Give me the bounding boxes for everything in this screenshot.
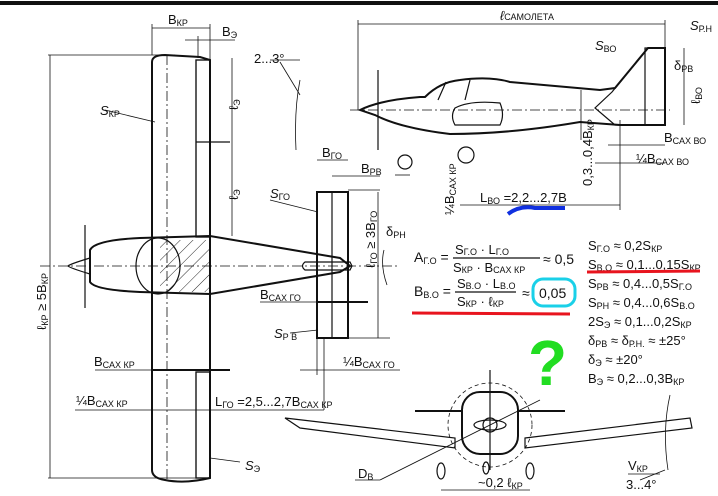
relation-item: SРВ ≈ 0,4...0,5SГ.О [588,276,692,292]
formula-b-vo-approx: ≈ [522,285,530,301]
wing-planform [151,53,211,483]
label-s-vo: SВО [595,38,616,54]
label-d-v: DВ [358,466,373,482]
label-l-e-lower: ℓЭ [226,189,242,200]
label-s-rv: SР В [274,326,297,342]
right-wing-front [524,417,693,449]
fuselage-top [89,234,352,296]
formula-a-go: AГ.О = [414,249,449,266]
formula-a-go-result: ≈ 0,5 [543,251,574,267]
label-quarter-b-sax-kp-side: ¼BСАХ КР [442,163,458,215]
cg-symbol-2 [457,146,475,164]
label-delta-rv: δРВ [674,58,693,74]
side-view: ℓСАМОЛЕТА SВО SР.Н δРВ ℓВО BСАХ ВО ¼BСАХ… [350,8,712,216]
label-s-go: SГО [270,186,290,202]
label-s-e: SЭ [245,458,261,474]
red-underline-s-vo [586,269,701,274]
label-quarter-b-sax-go: ¼BСАХ ГО [343,354,395,370]
left-wheel [436,462,446,480]
label-b-kp: BКР [168,12,188,28]
front-view: DВ ~0,2 ℓКР VКР 3...4° [284,370,693,492]
label-height: 0,3...0,4BКР [580,119,596,186]
right-wheel [525,462,535,480]
fuselage-side [357,47,666,136]
left-wing-front [284,417,456,449]
cg-symbol-1 [397,154,413,170]
red-underline-formula [411,311,571,316]
tail-wheel [482,461,490,475]
label-l-go-distance: LГО =2,5...2,7BСАХ КР [215,394,333,410]
relation-item: SВ.О ≈ 0,1...0,15SКР [588,257,701,273]
label-wing-sweep-angle: 2...3° [254,51,285,66]
label-v-kp: VКР [628,458,648,474]
label-delta-rn: δРН [386,224,406,240]
label-b-rv: BРВ [361,161,382,177]
formula-b-vo-result: 0,05 [539,285,566,301]
elevon-lower [195,371,211,479]
label-l-plane: ℓСАМОЛЕТА [500,8,554,23]
relations-list: SГ.О ≈ 0,2SКР SВ.О ≈ 0,1...0,15SКР SРВ ≈ 0… [588,238,701,387]
spinner [67,257,91,275]
label-track: ~0,2 ℓКР [478,475,523,491]
elevon-upper [195,59,211,238]
label-l-vo-distance: LВО =2,2...2,7B [480,190,567,206]
wing-root-side [451,101,504,126]
label-l-e-upper: ℓЭ [226,99,242,110]
label-dihedral: 3...4° [626,477,657,492]
relation-item: δЭ ≈ ±20° [588,352,643,368]
top-view: BКР BЭ 2...3° SКР ℓЭ ℓЭ ℓКР ≥ 5BКР BГО B… [34,12,406,483]
label-l-go: ℓГО ≥ 3BГО [363,211,379,268]
label-b-sax-go: BСАХ ГО [260,287,301,303]
rudder [644,47,666,126]
relation-item: SРН ≈ 0,4...0,6SВ.О [588,295,695,311]
formula-a-go-denominator: SКР · BСАХ КР [453,260,525,275]
label-b-go: BГО [322,145,342,161]
label-quarter-b-sax-kp: ¼BСАХ КР [76,393,128,409]
relation-item: δРВ ≈ δР.Н. ≈ ±25° [588,333,686,349]
spinner-front [482,417,498,433]
formula-a-go-numerator: SГ.О · LГ.О [455,242,509,257]
label-b-sax-vo: BСАХ ВО [664,130,706,146]
formula-b-vo-numerator: SВ.О · LВ.О [457,276,516,291]
label-s-kp: SКР [100,103,120,119]
label-l-kp: ℓКР ≥ 5BКР [34,273,50,330]
formula-b-vo-denominator: SКР · ℓКР [457,294,504,309]
relation-item: SГ.О ≈ 0,2SКР [588,238,662,254]
label-b-sax-kp: BСАХ КР [94,354,135,370]
vertical-tail [594,47,666,126]
relation-item: BЭ ≈ 0,2...0,3BКР [588,371,684,387]
relation-item: 2SЭ ≈ 0,1...0,2SКР [588,314,692,330]
label-s-rn: SР.Н [690,18,712,34]
blue-underline-annotation [506,205,565,216]
label-quarter-b-sax-vo: ¼BСАХ ВО [636,151,689,167]
label-l-vo: ℓВО [688,87,704,104]
formula-b-vo: BВ.О = [414,283,451,300]
formulas: AГ.О = SГ.О · LГ.О SКР · BСАХ КР ≈ 0,5 B… [411,242,577,316]
label-b-e: BЭ [222,24,238,40]
cyan-highlight-circle [531,277,577,308]
green-question-mark: ? [528,327,567,399]
